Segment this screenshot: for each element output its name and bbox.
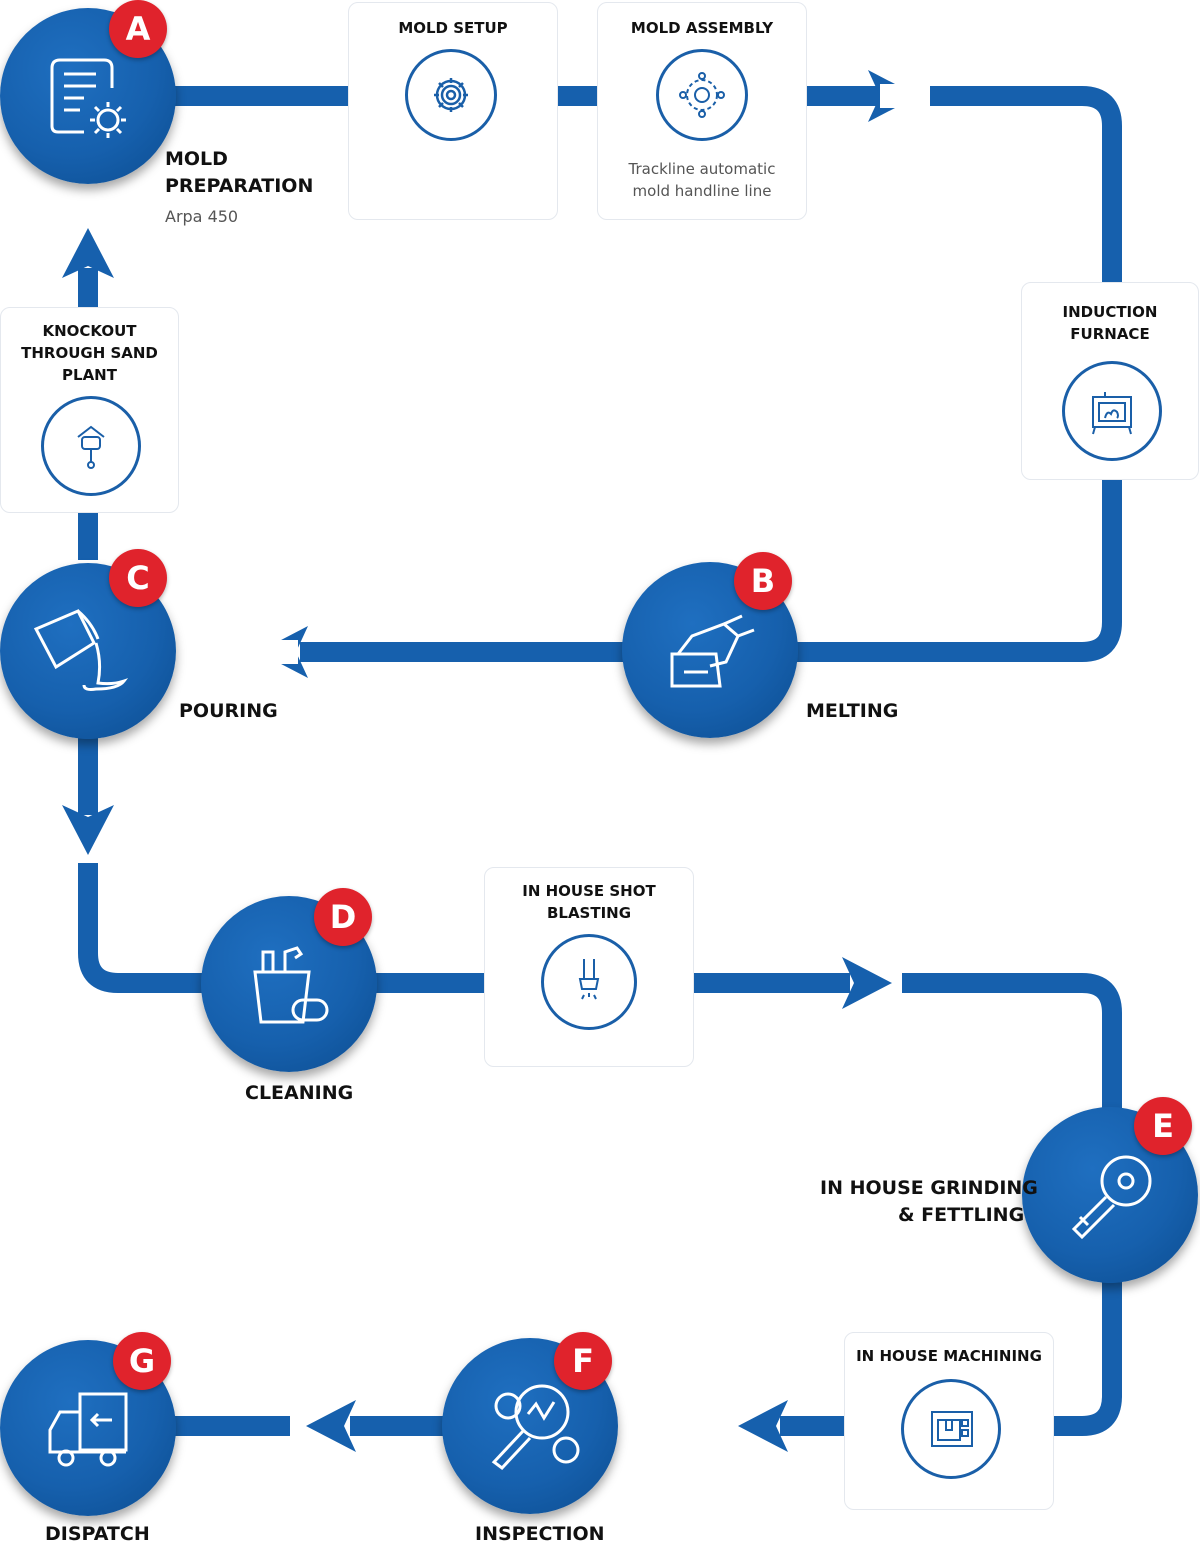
card-knockout-sand-plant: KNOCKOUT THROUGH SAND PLANT bbox=[0, 307, 179, 513]
card-in-house-machining: IN HOUSE MACHINING bbox=[844, 1332, 1054, 1510]
shot-blast-icon bbox=[541, 934, 637, 1030]
arrow-up-knockout bbox=[62, 228, 114, 278]
step-label: INSPECTION bbox=[475, 1523, 605, 1545]
card-title-line1: KNOCKOUT bbox=[42, 322, 137, 340]
ladle-icon bbox=[670, 614, 755, 688]
step-label-line1: MOLD bbox=[165, 148, 228, 170]
card-shot-blasting: IN HOUSE SHOT BLASTING bbox=[484, 867, 694, 1067]
step-label: CLEANING bbox=[245, 1082, 354, 1104]
step-badge: D bbox=[314, 888, 372, 946]
arrow-left-inspection bbox=[306, 1400, 356, 1452]
card-title-line2: BLASTING bbox=[546, 904, 632, 922]
step-label: POURING bbox=[179, 700, 278, 722]
step-badge: E bbox=[1134, 1097, 1192, 1155]
card-mold-setup: MOLD SETUP bbox=[348, 2, 558, 220]
document-gear-icon bbox=[50, 58, 126, 138]
card-title-line1: IN HOUSE SHOT bbox=[522, 882, 656, 900]
card-title-line2: FURNACE bbox=[1070, 325, 1150, 343]
card-title: MOLD ASSEMBLY bbox=[630, 19, 774, 37]
card-title-line2: THROUGH SAND bbox=[21, 344, 158, 362]
arrow-right-cleaning bbox=[842, 957, 892, 1009]
flow-line-e-to-f bbox=[780, 1270, 1122, 1436]
step-b-melting-node bbox=[622, 562, 798, 738]
gear-cog-icon bbox=[405, 49, 497, 141]
card-mold-assembly: MOLD ASSEMBLY Trackline automatic mold h… bbox=[597, 2, 807, 220]
step-label: MELTING bbox=[806, 700, 899, 722]
arrow-down-pouring bbox=[62, 805, 114, 855]
circle-gears-icon bbox=[656, 49, 748, 141]
step-sublabel: Arpa 450 bbox=[165, 207, 239, 226]
sand-plant-icon bbox=[41, 396, 141, 496]
card-induction-furnace: INDUCTION FURNACE bbox=[1021, 282, 1199, 480]
step-label-line2: PREPARATION bbox=[165, 175, 314, 197]
card-title: MOLD SETUP bbox=[398, 19, 508, 37]
arrow-left-machining bbox=[738, 1400, 788, 1452]
step-badge: C bbox=[109, 549, 167, 607]
card-title-line1: INDUCTION bbox=[1062, 303, 1158, 321]
cnc-machine-icon bbox=[901, 1379, 1001, 1479]
card-title-line3: PLANT bbox=[62, 366, 117, 384]
step-badge: A bbox=[109, 0, 167, 58]
card-subtitle-line2: mold handline line bbox=[632, 182, 772, 200]
step-label-line2: & FETTLING bbox=[898, 1204, 1025, 1226]
angle-grinder-icon bbox=[1071, 1155, 1152, 1240]
pouring-bucket-icon bbox=[33, 609, 129, 691]
cleaning-supplies-icon bbox=[253, 946, 329, 1024]
step-badge: B bbox=[734, 552, 792, 610]
step-badge: G bbox=[113, 1332, 171, 1390]
furnace-icon bbox=[1062, 361, 1162, 461]
card-subtitle-line1: Trackline automatic bbox=[628, 160, 776, 178]
step-label: DISPATCH bbox=[45, 1523, 150, 1545]
flow-line-c-to-d bbox=[78, 862, 215, 993]
delivery-truck-icon bbox=[48, 1392, 128, 1467]
flow-line-e-upper bbox=[900, 973, 1122, 1120]
step-label-line1: IN HOUSE GRINDING bbox=[820, 1177, 1038, 1199]
magnifier-gears-icon bbox=[491, 1384, 580, 1471]
step-badge: F bbox=[554, 1332, 612, 1390]
card-title: IN HOUSE MACHINING bbox=[856, 1347, 1042, 1365]
